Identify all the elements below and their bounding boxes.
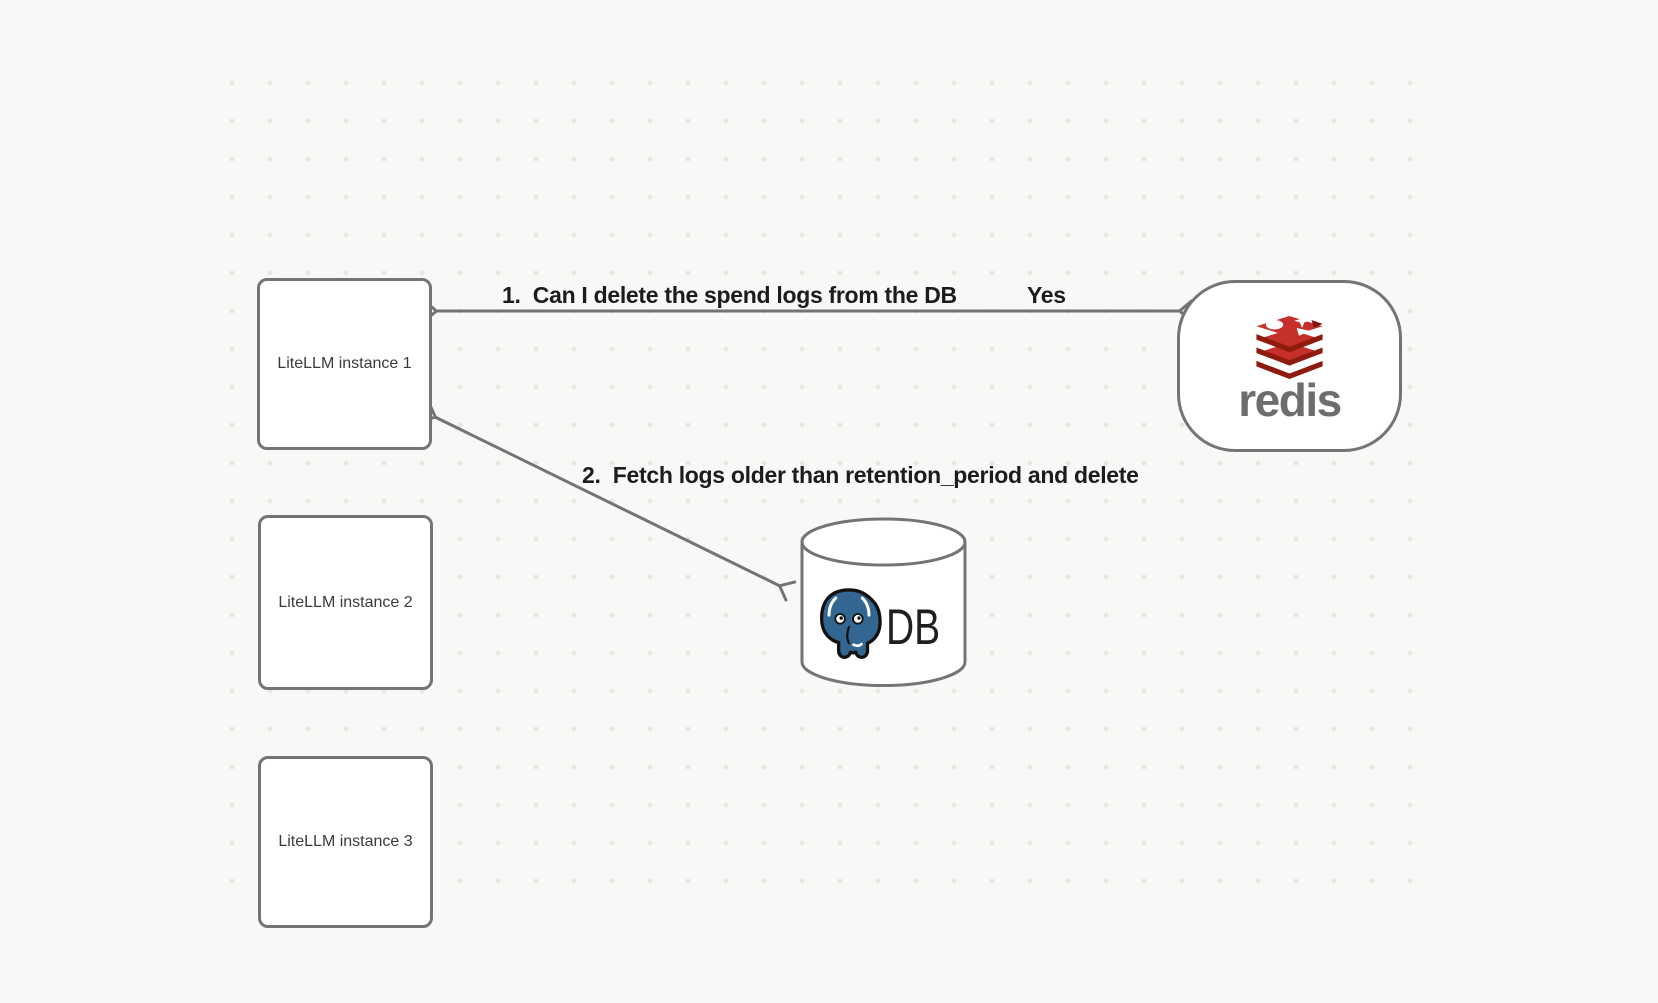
redis-wordmark: redis <box>1238 374 1342 426</box>
edge-instance1-db-arrow[interactable] <box>435 417 780 586</box>
postgresql-logo-icon <box>819 588 882 659</box>
node-database[interactable]: DB <box>800 516 967 688</box>
database-label: DB <box>886 599 941 655</box>
node-label: LiteLLM instance 2 <box>278 593 413 611</box>
edge1-reply-label: Yes <box>1027 282 1066 308</box>
edge1-label: 1. Can I delete the spend logs from the … <box>502 282 957 308</box>
node-litellm-instance-3[interactable]: LiteLLM instance 3 <box>258 756 433 928</box>
node-label: LiteLLM instance 1 <box>277 355 412 372</box>
node-label: LiteLLM instance 3 <box>278 833 413 850</box>
edge2-label: 2. Fetch logs older than retention_perio… <box>582 462 1139 488</box>
node-litellm-instance-1[interactable]: LiteLLM instance 1 <box>257 278 432 450</box>
node-litellm-instance-2[interactable]: LiteLLM instance 2 <box>258 515 433 690</box>
node-redis[interactable]: redis <box>1177 280 1402 452</box>
redis-logo-icon <box>1256 316 1323 379</box>
